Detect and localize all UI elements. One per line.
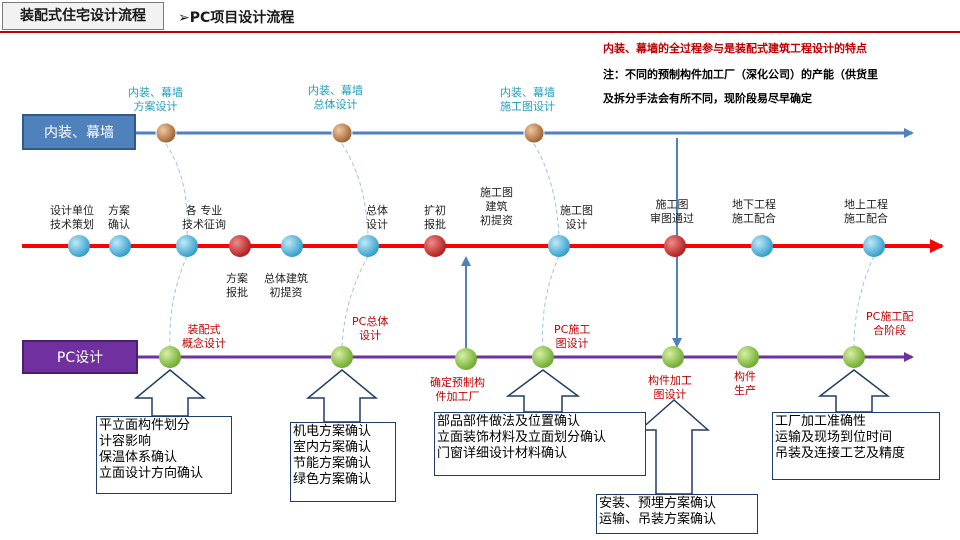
checklist-site: 工厂加工准确性运输及现场到位时间吊装及连接工艺及精度 (772, 412, 940, 480)
node-overall-arch (281, 235, 303, 257)
label-pc-overall: PC总体设计 (352, 315, 389, 342)
node-interior-overall (331, 122, 353, 144)
label-drawing-review: 施工图审图通过 (650, 198, 694, 225)
node-underground-support (751, 235, 773, 257)
node-pc-production (737, 346, 759, 368)
page-title: 装配式住宅设计流程 (2, 2, 164, 30)
callout-arrow-5 (817, 369, 891, 413)
label-interior-construction: 内装、幕墙施工图设计 (500, 86, 555, 113)
page-subtitle: ➢PC项目设计流程 (178, 10, 295, 26)
note-highlight: 内装、幕墙的全过程参与是装配式建筑工程设计的特点 (603, 42, 867, 55)
label-construction-design: 施工图设计 (560, 204, 593, 231)
node-pc-concept (159, 346, 181, 368)
node-aboveground-support (863, 235, 885, 257)
checklist-concept: 平立面构件划分计容影响保温体系确认立面设计方向确认 (96, 416, 232, 494)
node-tech-consult (176, 235, 198, 257)
node-scheme-confirm (109, 235, 131, 257)
callout-arrow-4 (638, 398, 710, 495)
label-scheme-approval: 方案报批 (226, 272, 248, 299)
label-preliminary-approval: 扩初报批 (424, 204, 446, 231)
node-preliminary-approval (424, 235, 446, 257)
label-pc-concept: 装配式概念设计 (182, 323, 226, 350)
label-pc-fabrication: 构件加工图设计 (648, 374, 692, 401)
label-interior-scheme: 内装、幕墙方案设计 (128, 86, 183, 113)
checklist-construction: 部品部件做法及位置确认立面装饰材料及立面划分确认门窗详细设计材料确认 (434, 412, 646, 476)
node-pc-overall (331, 346, 353, 368)
label-tech-consult: 各 专业技术征询 (182, 204, 226, 231)
dashed-connectors (165, 143, 875, 348)
node-pc-site (843, 346, 865, 368)
label-tech-planning: 设计单位技术策划 (50, 204, 94, 231)
node-interior-scheme (155, 122, 177, 144)
label-overall-design: 总体设计 (366, 204, 388, 231)
lane-interior: 内装、幕墙 (22, 114, 136, 150)
node-overall-design (357, 235, 379, 257)
label-pc-site: PC施工配合阶段 (866, 310, 914, 337)
label-pc-production: 构件生产 (734, 370, 756, 397)
node-tech-planning (68, 235, 90, 257)
label-overall-arch: 总体建筑初提资 (264, 272, 308, 299)
node-pc-fabrication (662, 346, 684, 368)
label-construction-arch: 施工图建筑初提资 (480, 186, 513, 227)
label-underground-support: 地下工程施工配合 (732, 198, 776, 225)
lane-pc: PC设计 (22, 340, 138, 374)
note-line-2: 及拆分手法会有所不同，现阶段易尽早确定 (603, 92, 812, 105)
node-pc-construction (532, 346, 554, 368)
label-interior-overall: 内装、幕墙总体设计 (308, 84, 363, 111)
callout-arrow-2 (305, 369, 379, 423)
node-drawing-review (664, 235, 686, 257)
node-pc-factory (455, 348, 477, 370)
node-construction-design (548, 235, 570, 257)
header-divider (0, 31, 960, 33)
callout-arrow-1 (133, 369, 207, 417)
checklist-fabrication: 安装、预埋方案确认运输、吊装方案确认 (596, 494, 758, 534)
node-scheme-approval (229, 235, 251, 257)
checklist-overall: 机电方案确认室内方案确认节能方案确认绿色方案确认 (290, 422, 396, 502)
label-pc-construction: PC施工图设计 (554, 323, 591, 350)
note-line-1: 注：不同的预制构件加工厂（深化公司）的产能（供货里 (603, 68, 878, 81)
node-interior-construction (523, 122, 545, 144)
label-pc-factory: 确定预制构件加工厂 (430, 376, 485, 403)
label-scheme-confirm: 方案确认 (108, 204, 130, 231)
label-aboveground-support: 地上工程施工配合 (844, 198, 888, 225)
callout-arrow-3 (505, 369, 581, 413)
